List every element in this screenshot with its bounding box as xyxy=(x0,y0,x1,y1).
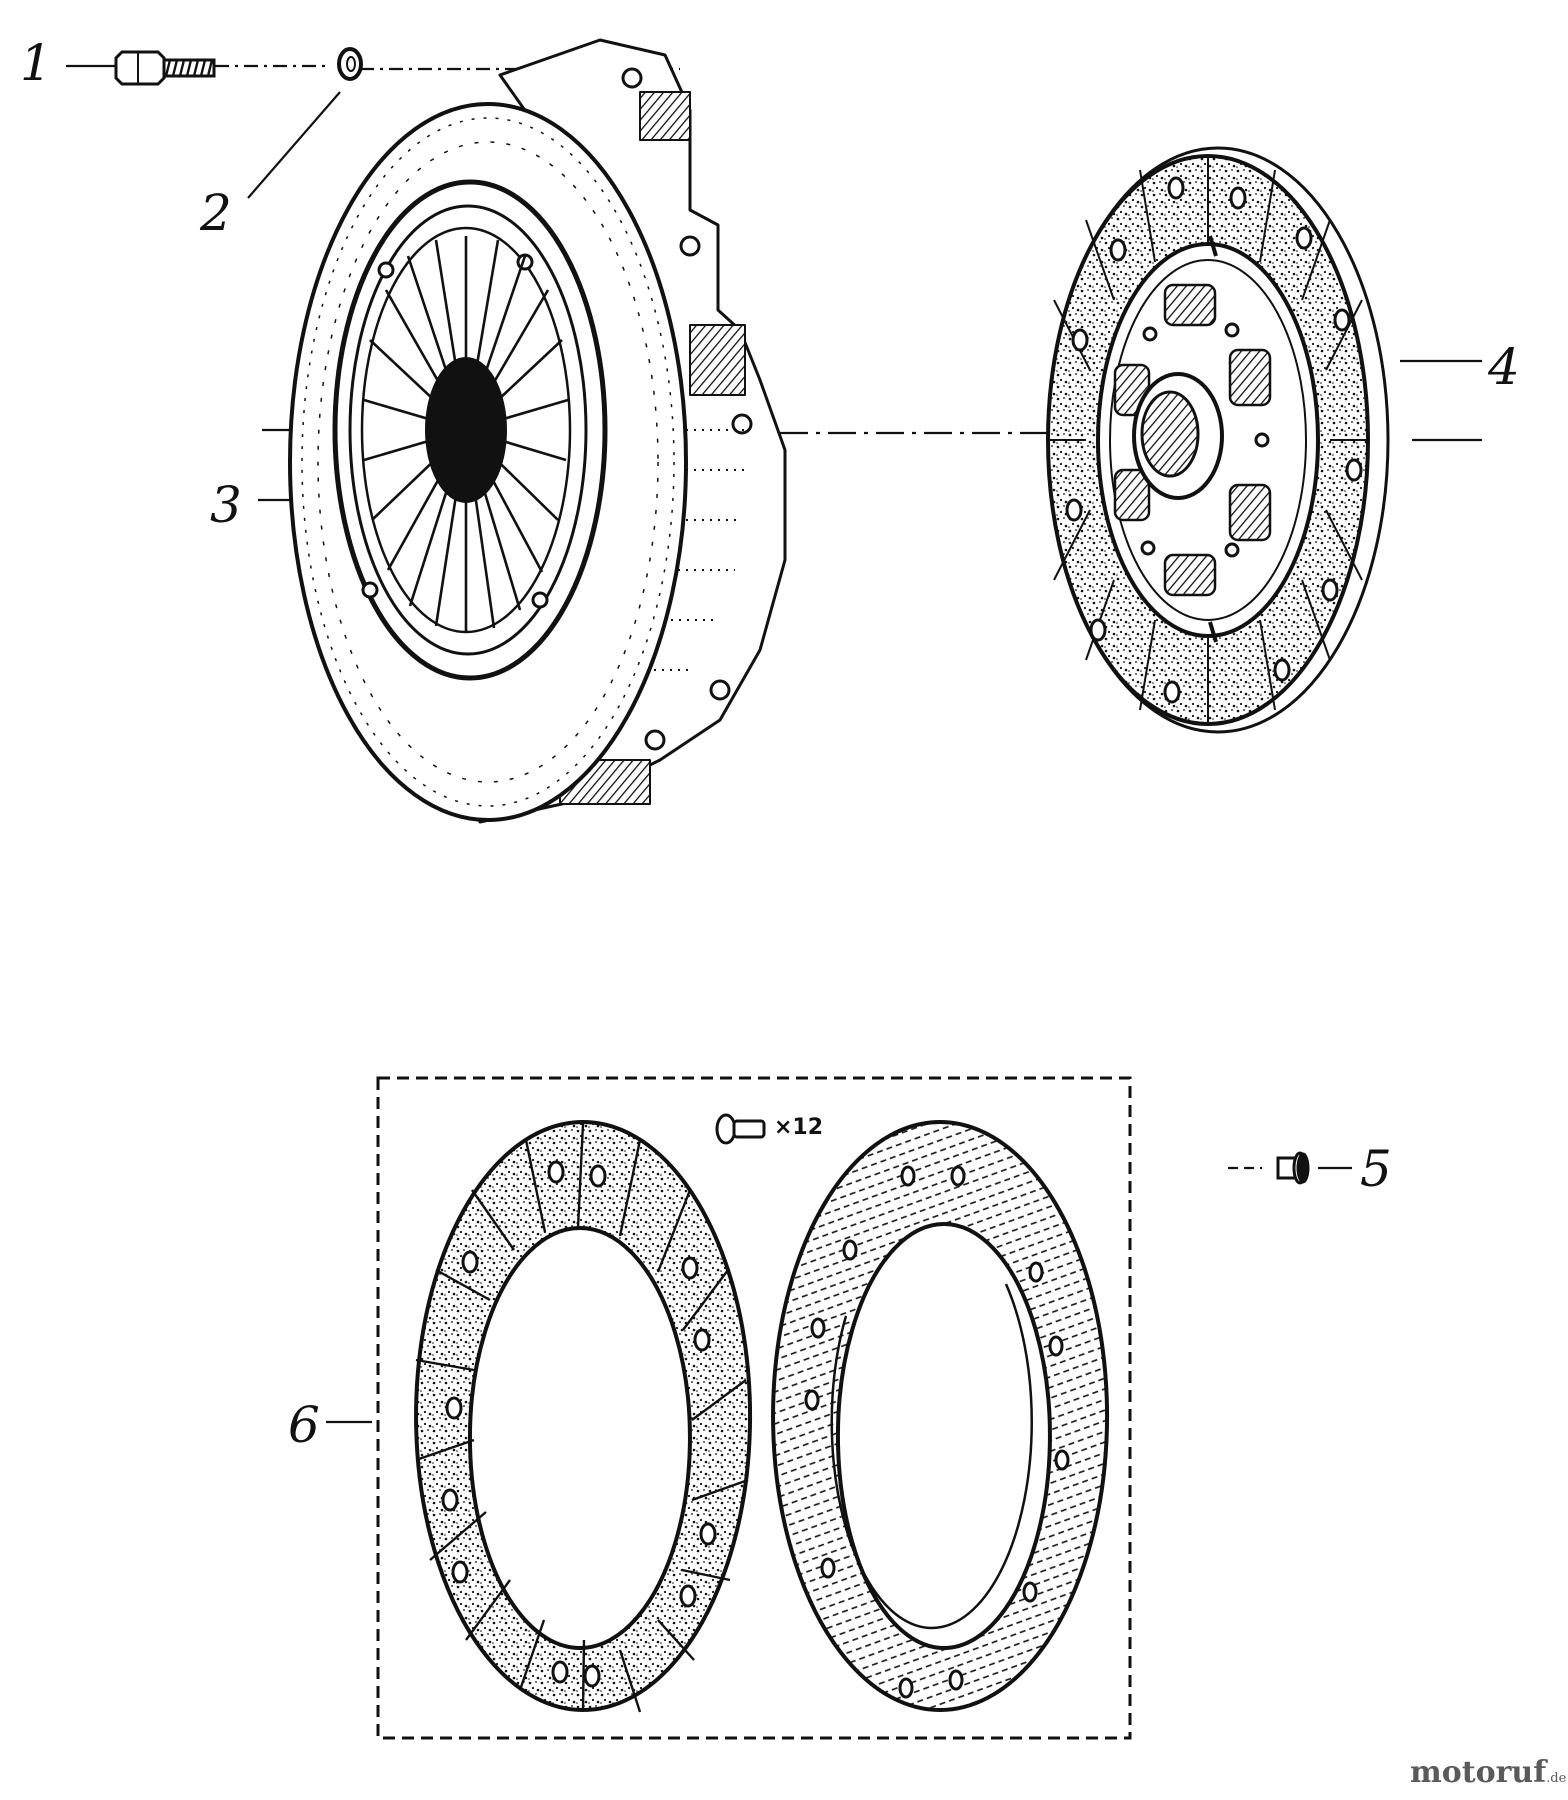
callout-6: 6 xyxy=(288,1396,320,1454)
friction-lining-left xyxy=(414,1120,753,1713)
rivet-icon xyxy=(715,1113,766,1145)
callout-5: 5 xyxy=(1360,1140,1392,1198)
callout-4: 4 xyxy=(1488,338,1520,396)
rivet-part-5 xyxy=(1276,1151,1310,1185)
callout-1: 1 xyxy=(20,34,52,92)
kit-quantity-label: ×12 xyxy=(774,1115,824,1140)
clutch-disc-part-4 xyxy=(1046,146,1390,734)
callout-2: 2 xyxy=(200,184,232,242)
pressure-plate-part-3 xyxy=(288,38,787,824)
lock-washer-part-2 xyxy=(337,47,363,81)
friction-lining-right xyxy=(771,1120,1110,1712)
watermark: motoruf.de xyxy=(1410,1755,1566,1790)
callout-3: 3 xyxy=(210,476,242,534)
watermark-name: motoruf xyxy=(1410,1755,1547,1790)
lining-kit-part-6 xyxy=(376,1076,1132,1740)
watermark-suffix: .de xyxy=(1546,1771,1567,1786)
bolt-part-1 xyxy=(114,50,216,86)
